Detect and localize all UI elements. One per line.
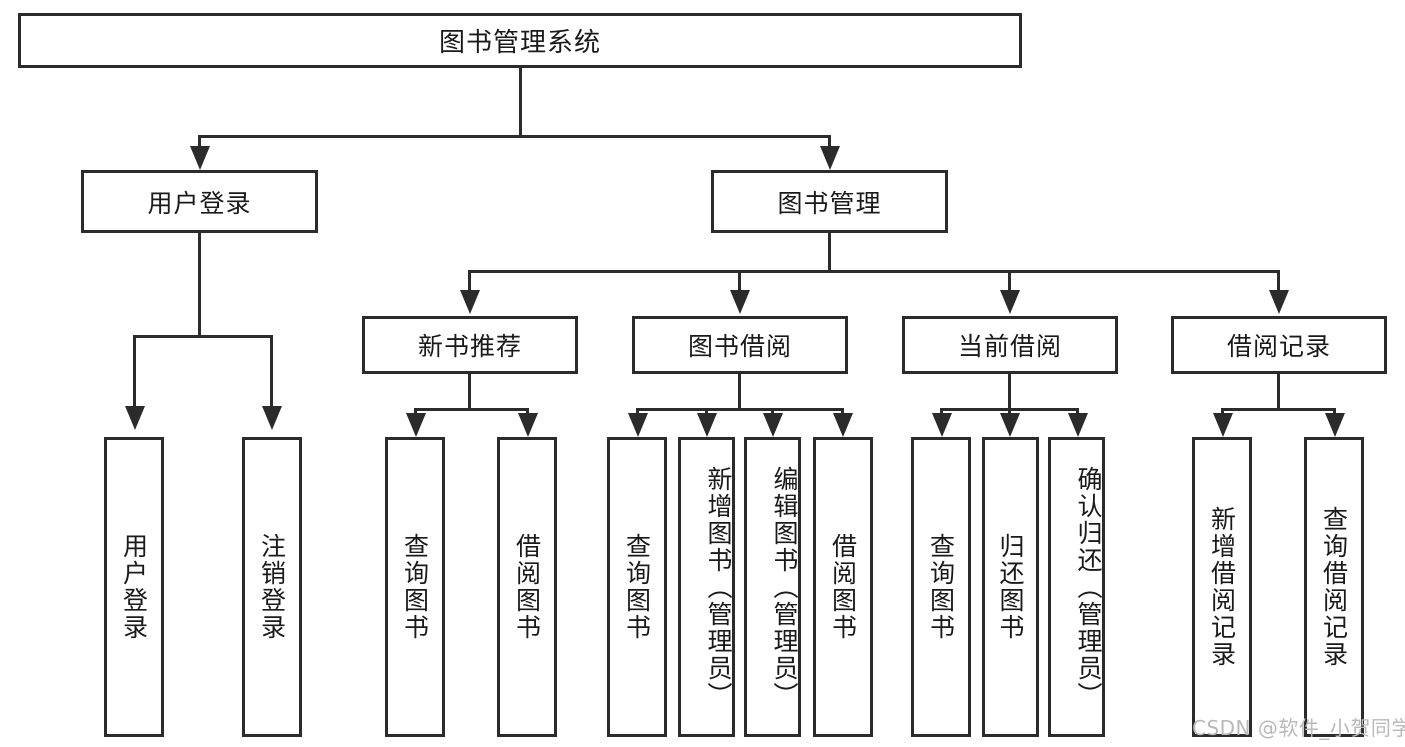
arrowhead-to-new-book-rec [460,290,480,314]
node-leaf-add-book[interactable]: 新增图书（管理员） [678,437,735,737]
node-label: 新增图书（管理员） [704,465,733,709]
csdn-watermark: CSDN @软件_小贺同学 [1192,716,1405,740]
edge-borrow-record-bus [1221,408,1336,411]
node-current-borrow[interactable]: 当前借阅 [902,316,1118,374]
node-label: 借阅图书 [828,533,858,641]
node-new-book-rec[interactable]: 新书推荐 [362,316,578,374]
edge-root-bus [198,135,831,138]
arrowhead-to-book-borrow [730,290,750,314]
node-label: 用户登录 [119,533,149,641]
edge-to-book-borrow [738,270,741,296]
node-label: 归还图书 [996,533,1025,641]
arrowhead-to-leaf-query-record [1325,413,1345,437]
edge-to-new-book-rec [468,270,471,296]
arrowhead-to-current-borrow [1000,290,1020,314]
node-leaf-confirm-return[interactable]: 确认归还（管理员） [1048,437,1105,737]
node-label: 借阅图书 [512,533,542,641]
node-label: 查询图书 [400,533,430,641]
node-leaf-user-login[interactable]: 用户登录 [104,437,164,737]
edge-book-manage-bus [468,270,1280,273]
arrowhead-to-leaf-user-login [125,406,145,430]
edge-book-borrow-stem [738,374,741,408]
edge-to-leaf-user-login [133,335,136,415]
arrowhead-to-leaf-return-book [1000,413,1020,437]
arrowhead-to-leaf-query-book-3 [932,413,952,437]
edge-new-book-rec-stem [468,374,471,408]
arrowhead-to-leaf-query-book-1 [406,413,426,437]
node-label: 借阅记录 [1226,332,1331,361]
node-leaf-add-record[interactable]: 新增借阅记录 [1192,437,1252,737]
edge-to-leaf-logout [270,335,273,415]
edge-user-login-bus [133,335,273,338]
node-label: 新增借阅记录 [1207,506,1237,668]
node-label: 确认归还（管理员） [1074,465,1103,709]
node-label: 注销登录 [257,533,287,641]
arrowhead-to-user-login [190,146,210,170]
arrowhead-to-leaf-add-record [1213,413,1233,437]
edge-root-stem [519,68,522,135]
arrowhead-to-leaf-confirm-return [1068,413,1088,437]
arrowhead-to-leaf-borrow-book-1 [518,413,538,437]
node-root-book-management-system[interactable]: 图书管理系统 [18,13,1022,68]
node-leaf-query-record[interactable]: 查询借阅记录 [1304,437,1364,737]
node-leaf-query-book-3[interactable]: 查询图书 [911,437,971,737]
node-leaf-edit-book[interactable]: 编辑图书（管理员） [744,437,801,737]
edge-to-borrow-record [1277,270,1280,296]
node-label: 当前借阅 [957,332,1062,361]
arrowhead-to-book-manage [820,146,840,170]
node-label: 查询图书 [622,533,652,641]
node-leaf-logout[interactable]: 注销登录 [242,437,302,737]
node-label: 编辑图书（管理员） [770,465,799,709]
node-leaf-query-book-2[interactable]: 查询图书 [607,437,667,737]
arrowhead-to-leaf-edit-book [763,413,783,437]
edge-new-book-rec-bus [414,408,529,411]
node-label: 查询借阅记录 [1319,506,1349,668]
edge-borrow-record-stem [1277,374,1280,408]
edge-user-login-stem [198,233,201,335]
node-leaf-query-book-1[interactable]: 查询图书 [385,437,445,737]
arrowhead-to-leaf-borrow-book-2 [833,413,853,437]
node-label: 查询图书 [926,533,956,641]
node-label: 新书推荐 [417,332,522,361]
node-leaf-return-book[interactable]: 归还图书 [982,437,1039,737]
node-user-login[interactable]: 用户登录 [81,170,318,233]
arrowhead-to-leaf-logout [262,406,282,430]
node-label: 图书管理 [777,188,882,218]
edge-book-borrow-bus [636,408,844,411]
edge-book-manage-stem [828,233,831,270]
node-leaf-borrow-book-2[interactable]: 借阅图书 [813,437,873,737]
node-borrow-record[interactable]: 借阅记录 [1171,316,1387,374]
node-label: 图书管理系统 [438,28,601,58]
node-leaf-borrow-book-1[interactable]: 借阅图书 [497,437,557,737]
node-label: 图书借阅 [687,332,792,361]
arrowhead-to-leaf-query-book-2 [628,413,648,437]
node-label: 用户登录 [147,188,252,218]
edge-current-borrow-stem [1008,374,1011,408]
arrowhead-to-leaf-add-book [697,413,717,437]
node-book-manage[interactable]: 图书管理 [711,170,948,233]
node-book-borrow[interactable]: 图书借阅 [632,316,848,374]
arrowhead-to-borrow-record [1269,290,1289,314]
edge-to-current-borrow [1008,270,1011,296]
